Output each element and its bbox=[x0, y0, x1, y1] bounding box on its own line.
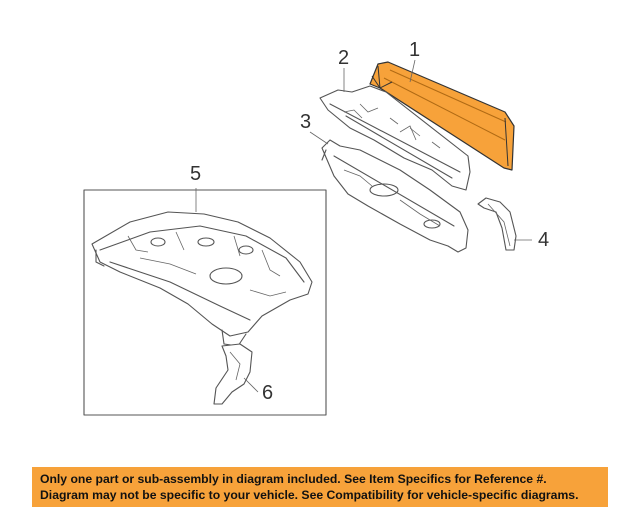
part-5-package-tray[interactable] bbox=[91, 211, 313, 347]
part-3-rear-panel[interactable] bbox=[321, 139, 469, 253]
disclaimer-line-2: Diagram may not be specific to your vehi… bbox=[40, 488, 579, 502]
leader-lines bbox=[195, 59, 532, 393]
part-6-bracket[interactable] bbox=[213, 343, 253, 405]
disclaimer-banner: Only one part or sub-assembly in diagram… bbox=[32, 467, 608, 507]
callout-4: 4 bbox=[538, 229, 550, 251]
part-1-upper-back-panel[interactable] bbox=[369, 61, 515, 171]
callout-5: 5 bbox=[190, 163, 202, 185]
part-4-bracket[interactable] bbox=[477, 197, 517, 251]
disclaimer-line-1: Only one part or sub-assembly in diagram… bbox=[40, 472, 547, 486]
callout-3: 3 bbox=[300, 111, 312, 133]
callout-1: 1 bbox=[409, 39, 421, 61]
callout-6: 6 bbox=[262, 382, 274, 404]
parts-diagram bbox=[83, 59, 532, 416]
callout-2: 2 bbox=[338, 47, 350, 69]
part-5-box bbox=[83, 189, 327, 416]
part-2-package-tray-upper[interactable] bbox=[319, 85, 471, 191]
